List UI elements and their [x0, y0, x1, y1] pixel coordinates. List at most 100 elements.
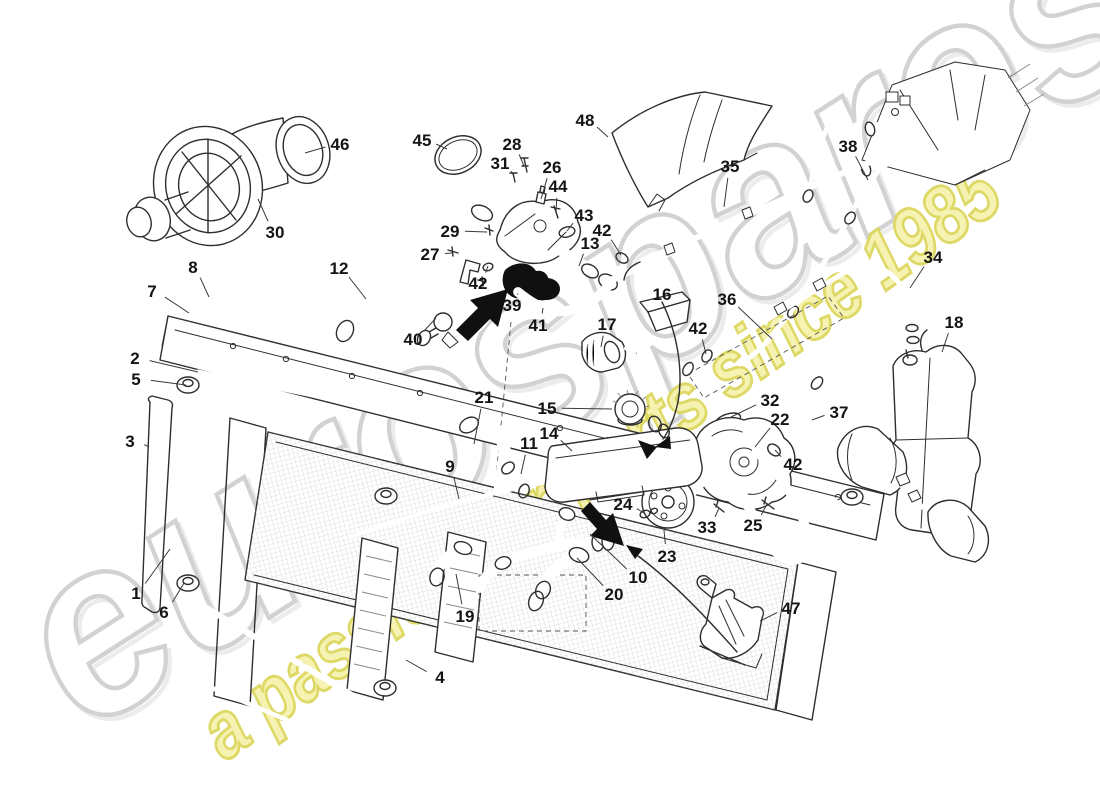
- part-label-25: 25: [744, 516, 763, 535]
- part-label-42: 42: [689, 319, 708, 338]
- part-label-35: 35: [721, 157, 740, 176]
- leader-line: [144, 548, 171, 584]
- part-label-12: 12: [330, 259, 349, 278]
- part-label-31: 31: [491, 154, 510, 173]
- part-label-27: 27: [421, 245, 440, 264]
- part-label-44: 44: [549, 177, 568, 196]
- leader-line: [578, 253, 584, 267]
- leader-line: [453, 477, 460, 500]
- top-hose: [335, 202, 494, 343]
- part-label-30: 30: [266, 223, 285, 242]
- leader-line: [855, 156, 869, 181]
- part-label-42: 42: [784, 455, 803, 474]
- part-label-47: 47: [782, 599, 801, 618]
- part-label-8: 8: [188, 258, 197, 277]
- curved-arrow: [637, 555, 738, 653]
- leader-line: [737, 306, 773, 340]
- part-label-36: 36: [718, 290, 737, 309]
- leader-line: [555, 197, 558, 213]
- leader-line: [435, 143, 448, 150]
- part-label-42: 42: [593, 221, 612, 240]
- part-label-29: 29: [441, 222, 460, 241]
- leader-line: [701, 339, 707, 355]
- part-label-32: 32: [761, 391, 780, 410]
- part-label-15: 15: [538, 399, 557, 418]
- leader-line: [774, 449, 782, 457]
- part-label-3: 3: [125, 432, 134, 451]
- leader-line: [455, 573, 463, 605]
- leader-line: [760, 503, 768, 516]
- part-label-26: 26: [543, 158, 562, 177]
- leader-line: [596, 126, 609, 138]
- leader-line: [149, 360, 199, 373]
- leader-line: [541, 307, 544, 314]
- part-label-5: 5: [131, 370, 140, 389]
- part-label-42: 42: [469, 274, 488, 293]
- leader-line: [610, 239, 622, 256]
- part-label-43: 43: [575, 206, 594, 225]
- leader-line: [730, 404, 757, 418]
- part-label-10: 10: [629, 568, 648, 587]
- part-label-45: 45: [413, 131, 432, 150]
- leader-line: [172, 582, 185, 603]
- part-label-6: 6: [159, 603, 168, 622]
- part-label-22: 22: [771, 410, 790, 429]
- part-label-34: 34: [924, 248, 943, 267]
- part-label-24: 24: [614, 495, 633, 514]
- part-label-4: 4: [435, 668, 445, 687]
- part-label-46: 46: [331, 135, 350, 154]
- heat-shield-lower: [696, 574, 764, 669]
- part-label-41: 41: [529, 316, 548, 335]
- leader-line: [150, 379, 187, 386]
- part-label-17: 17: [598, 315, 617, 334]
- part-label-19: 19: [456, 607, 475, 626]
- heater-pipe: [682, 260, 863, 399]
- leader-line: [759, 612, 778, 622]
- leader-line: [636, 508, 645, 514]
- leader-line: [257, 198, 269, 222]
- part-label-40: 40: [404, 330, 423, 349]
- drain-valve: [416, 312, 459, 349]
- leader-line: [576, 557, 604, 586]
- leader-line: [723, 177, 729, 208]
- leader-line: [600, 335, 604, 348]
- leader-line: [561, 407, 613, 410]
- mounting-grommets: [176, 376, 864, 697]
- oil-thermostat-assembly: [785, 376, 990, 563]
- leader-line: [589, 533, 628, 570]
- engine-connections: [623, 61, 1045, 367]
- leader-line: [754, 427, 771, 448]
- part-label-7: 7: [147, 282, 156, 301]
- filler-cap: [612, 389, 650, 426]
- part-label-13: 13: [581, 234, 600, 253]
- part-label-23: 23: [658, 547, 677, 566]
- leader-line: [304, 146, 326, 154]
- part-label-28: 28: [503, 135, 522, 154]
- leader-line: [423, 317, 437, 332]
- artwork: [126, 61, 1045, 768]
- part-label-11: 11: [520, 434, 538, 453]
- o-ring: [434, 135, 482, 175]
- leader-line: [405, 659, 427, 673]
- leader-line: [473, 408, 482, 445]
- leader-line: [348, 276, 367, 300]
- leader-line: [485, 265, 489, 273]
- part-label-1: 1: [131, 584, 140, 603]
- part-label-33: 33: [698, 518, 717, 537]
- leader-line: [464, 230, 488, 233]
- part-label-38: 38: [839, 137, 858, 156]
- part-label-18: 18: [945, 313, 964, 332]
- leader-line: [909, 266, 925, 289]
- leader-line: [144, 444, 150, 448]
- part-label-16: 16: [653, 285, 672, 304]
- arrow-icon: [456, 289, 508, 341]
- leader-line: [199, 277, 210, 298]
- leader-line: [566, 222, 574, 232]
- part-label-2: 2: [130, 349, 139, 368]
- part-label-39: 39: [503, 296, 522, 315]
- expansion-tank-assembly: [857, 262, 981, 537]
- leader-line: [510, 170, 515, 177]
- leader-line: [560, 440, 573, 452]
